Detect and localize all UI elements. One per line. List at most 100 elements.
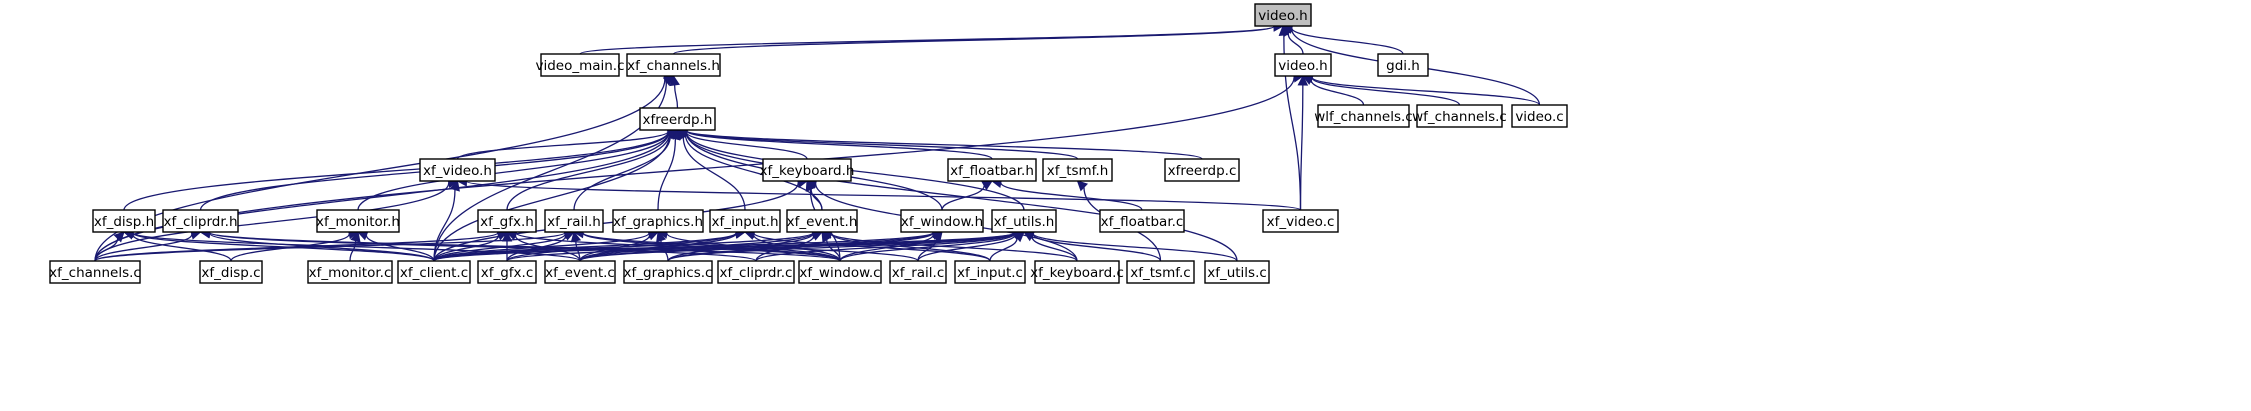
arrow-head-icon [1076, 180, 1089, 192]
node-box [419, 158, 496, 182]
node-wlf-channels-c[interactable]: wlf_channels.c [1314, 104, 1413, 128]
edge-xf_disp_h-to-xfreerdp_h [123, 126, 679, 211]
node-box [612, 209, 704, 233]
node-box [1254, 3, 1312, 27]
edge-line [365, 234, 435, 262]
node-xf-cliprdr-h[interactable]: xf_cliprdr.h [162, 209, 239, 233]
node-box [626, 53, 721, 77]
node-box [1164, 158, 1240, 182]
node-xf-monitor-h[interactable]: xf_monitor.h [316, 209, 400, 233]
node-box [1204, 260, 1270, 284]
node-xf-gfx-c[interactable]: xf_gfx.c [477, 260, 537, 284]
node-box [798, 260, 882, 284]
edge-xfreerdp_c-to-xfreerdp_h [676, 125, 1203, 160]
arrow-head-icon [449, 179, 460, 192]
node-xf-rail-c[interactable]: xf_rail.c [889, 260, 947, 284]
node-xf-event-h[interactable]: xf_event.h [786, 209, 858, 233]
edge-xf_event_c-to-xf_rail_h [570, 230, 582, 262]
node-xf-floatbar-c[interactable]: xf_floatbar.c [1099, 209, 1185, 233]
node-xf-keyboard-h[interactable]: xf_keyboard.h [760, 158, 855, 182]
node-box [639, 107, 716, 131]
node-xf-video-c[interactable]: xf_video.c [1262, 209, 1339, 233]
node-xf-tsmf-c[interactable]: xf_tsmf.c [1126, 260, 1195, 284]
node-xf-channels-h[interactable]: xf_channels.h [626, 53, 721, 77]
arrow-head-icon [350, 230, 361, 243]
node-label: xf_tsmf.h [1047, 163, 1109, 179]
node-xf-disp-h[interactable]: xf_disp.h [92, 209, 156, 233]
edge-xf_monitor_c-to-xf_monitor_h [349, 230, 361, 262]
edge-line [433, 235, 500, 262]
edge-line [685, 130, 1079, 160]
node-box [1042, 158, 1113, 182]
node-xf-disp-c[interactable]: xf_disp.c [199, 260, 263, 284]
node-box [1416, 104, 1503, 128]
node-video-h[interactable]: video.h [1254, 3, 1312, 27]
node-box [92, 209, 156, 233]
node-xf-graphics-c[interactable]: xf_graphics.c [623, 260, 713, 284]
node-video-main-c[interactable]: video_main.c [535, 53, 625, 77]
node-xf-client-c[interactable]: xf_client.c [397, 260, 471, 284]
edge-line [132, 231, 581, 262]
edge-line [810, 188, 823, 211]
edge-line [839, 232, 1016, 262]
node-xf-input-c[interactable]: xf_input.c [954, 260, 1026, 284]
edge-line [753, 232, 991, 262]
node-label: xf_window.h [901, 214, 983, 230]
node-xf-window-c[interactable]: xf_window.c [798, 260, 882, 284]
node-xf-monitor-c[interactable]: xf_monitor.c [307, 260, 393, 284]
node-xf-input-h[interactable]: xf_input.h [709, 209, 781, 233]
node-box [889, 260, 947, 284]
edge-line [349, 240, 357, 262]
node-box [307, 260, 393, 284]
node-xf-utils-h[interactable]: xf_utils.h [991, 209, 1057, 233]
edge-line [682, 136, 746, 211]
edge-line [1291, 27, 1404, 55]
node-xf-video-h[interactable]: xf_video.h [419, 158, 496, 182]
edge-xf_channels_c-to-video_h2 [94, 72, 1305, 262]
edge-line [1299, 84, 1304, 211]
node-label: xf_floatbar.c [1101, 214, 1184, 230]
node-label: xf_keyboard.h [760, 163, 855, 179]
node-xf-rail-h[interactable]: xf_rail.h [544, 209, 604, 233]
edge-line [684, 134, 823, 211]
node-label: xfreerdp.c [1168, 163, 1237, 179]
node-video-c[interactable]: video.c [1511, 104, 1568, 128]
node-wf-channels-c[interactable]: wf_channels.c [1412, 104, 1507, 128]
arrow-head-icon [811, 230, 824, 241]
arrow-head-icon [570, 230, 582, 243]
node-label: xf_video.c [1267, 214, 1335, 230]
node-box [1377, 53, 1429, 77]
node-label: xf_rail.c [892, 265, 945, 281]
edge-line [94, 77, 1295, 262]
node-xfreerdp-c[interactable]: xfreerdp.c [1164, 158, 1240, 182]
edge-line [506, 235, 567, 262]
node-xf-floatbar-h[interactable]: xf_floatbar.h [947, 158, 1037, 182]
node-xf-tsmf-h[interactable]: xf_tsmf.h [1042, 158, 1113, 182]
edge-line [917, 234, 1016, 262]
node-box [1262, 209, 1339, 233]
node-xfreerdp-h[interactable]: xfreerdp.h [639, 107, 716, 131]
node-box [709, 209, 781, 233]
node-xf-event-c[interactable]: xf_event.c [544, 260, 616, 284]
node-box [1126, 260, 1195, 284]
node-label: gdi.h [1386, 58, 1420, 74]
node-xf-cliprdr-c[interactable]: xf_cliprdr.c [717, 260, 795, 284]
node-xf-gfx-h[interactable]: xf_gfx.h [477, 209, 537, 233]
node-xf-keyboard-c[interactable]: xf_keyboard.c [1030, 260, 1124, 284]
node-xf-channels-c[interactable]: xf_channels.c [49, 260, 141, 284]
node-gdi-h[interactable]: gdi.h [1377, 53, 1429, 77]
edge-line [465, 180, 1302, 211]
edge-line [433, 189, 456, 262]
node-xf-graphics-h[interactable]: xf_graphics.h [612, 209, 704, 233]
node-label: xf_cliprdr.h [163, 214, 237, 230]
node-label: xf_channels.h [627, 58, 720, 74]
node-box [786, 209, 858, 233]
edge-line [208, 231, 757, 262]
node-box [717, 260, 795, 284]
edge-line [433, 134, 671, 262]
node-video-h2[interactable]: video.h [1274, 53, 1332, 77]
node-xf-utils-c[interactable]: xf_utils.c [1204, 260, 1270, 284]
node-xf-window-h[interactable]: xf_window.h [900, 209, 984, 233]
node-label: video.c [1515, 109, 1563, 125]
